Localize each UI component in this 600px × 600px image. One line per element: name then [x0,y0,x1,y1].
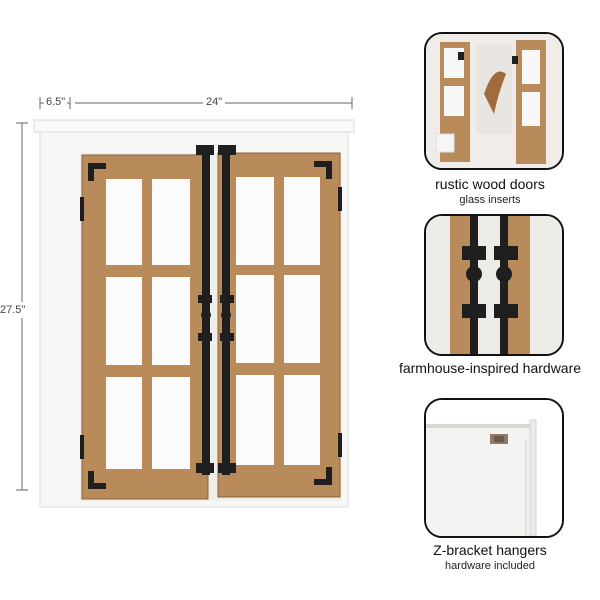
feature-thumbnail-brackets [424,398,564,538]
feature-caption-doors: rustic wood doors glass inserts [380,176,600,206]
feature-caption-hardware: farmhouse-inspired hardware [380,360,600,376]
right-door [217,152,341,498]
depth-dimension-label: 6.5" [44,96,68,108]
cabinet-image [30,115,360,515]
width-dimension-label: 24" [203,96,226,108]
feature-title: rustic wood doors [435,176,545,192]
left-door [81,154,209,500]
feature-subtitle: glass inserts [459,194,521,206]
feature-title: Z-bracket hangers [433,542,547,558]
feature-title: farmhouse-inspired hardware [398,360,582,376]
height-dimension-label: 27.5" [0,302,26,318]
feature-thumbnail-doors [424,32,564,170]
feature-thumbnail-hardware [424,214,564,356]
feature-subtitle: hardware included [445,560,535,572]
feature-caption-brackets: Z-bracket hangers hardware included [380,542,600,572]
